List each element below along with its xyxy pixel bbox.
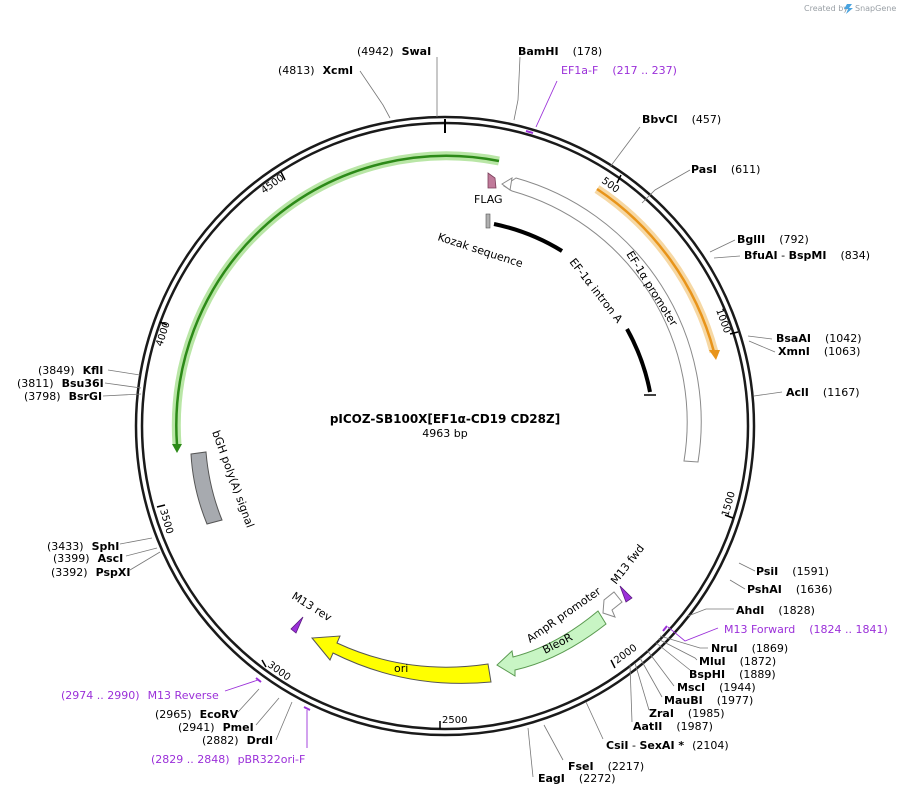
site-maubi[interactable]: MauBI(1977) [664, 694, 753, 707]
svg-text:2500: 2500 [442, 715, 467, 726]
site-pshai[interactable]: PshAI(1636) [747, 583, 832, 596]
primer-mark-m13-forward [662, 625, 668, 632]
site-drdi[interactable]: (2882)DrdI [202, 734, 273, 747]
site-asci[interactable]: (3399)AscI [53, 552, 123, 565]
plasmid-length: 4963 bp [422, 427, 467, 440]
site-bamhi[interactable]: BamHI(178) [518, 45, 602, 58]
site-kfli[interactable]: (3849)KflI [38, 364, 103, 377]
site-bglii[interactable]: BglII(792) [737, 233, 809, 246]
primer-labels: EF1a-F(217 .. 237) M13 Forward(1824 .. 1… [61, 64, 888, 766]
site-pmei[interactable]: (2941)PmeI [178, 721, 254, 734]
feature-kozak[interactable]: Kozak sequence [436, 213, 525, 270]
site-leader-lines [102, 56, 783, 778]
feature-m13-rev[interactable]: M13 rev [289, 590, 334, 634]
snapgene-logo-icon [844, 4, 853, 14]
site-ahdi[interactable]: AhdI(1828) [736, 604, 815, 617]
site-xmni[interactable]: XmnI(1063) [778, 345, 860, 358]
tick-4000: 4000 [154, 320, 172, 348]
site-msci[interactable]: MscI(1944) [677, 681, 756, 694]
primer-mark-m13-reverse [255, 677, 262, 683]
label-ori: ori [394, 662, 408, 675]
primer-mark-ef1a-f [525, 130, 534, 134]
site-fsei[interactable]: FseI(2217) [568, 760, 644, 773]
primer-m13-forward[interactable]: M13 Forward(1824 .. 1841) [724, 623, 888, 636]
site-acli[interactable]: AclI(1167) [786, 386, 859, 399]
snapgene-brand: Created by SnapGene [804, 4, 896, 14]
site-bsaai[interactable]: BsaAI(1042) [776, 332, 862, 345]
primer-pbr322ori-f[interactable]: (2829 .. 2848)pBR322ori-F [151, 753, 305, 766]
site-nrui[interactable]: NruI(1869) [711, 642, 788, 655]
feature-bgh-polya[interactable]: bGH poly(A) signal [190, 429, 257, 530]
label-m13-rev: M13 rev [289, 590, 334, 625]
primer-mark-pbr322ori-f [303, 706, 311, 711]
site-bfuai-bspmi[interactable]: BfuAI - BspMI(834) [744, 249, 870, 262]
label-ef1a-intron: EF-1α intron A [567, 256, 626, 326]
site-xcmi[interactable]: (4813)XcmI [278, 64, 353, 77]
site-pspxi[interactable]: (3392)PspXI [51, 566, 130, 579]
site-aatii[interactable]: AatII(1987) [633, 720, 713, 733]
svg-text:1000: 1000 [713, 307, 732, 335]
site-bbvci[interactable]: BbvCI(457) [642, 113, 721, 126]
primer-ef1a-f[interactable]: EF1a-F(217 .. 237) [561, 64, 677, 77]
label-kozak: Kozak sequence [436, 230, 525, 270]
plasmid-name: pICOZ-SB100X[EF1α-CD19 CD28Z] [330, 412, 560, 426]
primer-m13-reverse[interactable]: (2974 .. 2990)M13 Reverse [61, 689, 219, 702]
site-zrai[interactable]: ZraI(1985) [649, 707, 725, 720]
center-label: pICOZ-SB100X[EF1α-CD19 CD28Z] 4963 bp [330, 412, 560, 440]
brand-name: SnapGene [855, 4, 896, 13]
site-labels: (4942)SwaI (4813)XcmI BamHI(178) BbvCI(4… [17, 45, 870, 785]
site-mlui[interactable]: MluI(1872) [699, 655, 776, 668]
feature-sb100x-arrow[interactable] [171, 151, 500, 453]
primer-marks [255, 130, 668, 711]
site-bsrgi[interactable]: (3798)BsrGI [24, 390, 102, 403]
site-bsu36i[interactable]: (3811)Bsu36I [17, 377, 104, 390]
brand-created-by: Created by [804, 4, 848, 13]
label-m13-fwd: M13 fwd [608, 542, 647, 587]
site-sphi[interactable]: (3433)SphI [47, 540, 119, 553]
feature-flag[interactable]: FLAG [474, 172, 503, 206]
tick-1000: 1000 [713, 307, 739, 335]
backbone [134, 115, 756, 737]
label-flag: FLAG [474, 193, 503, 206]
site-bsphi[interactable]: BspHI(1889) [689, 668, 776, 681]
site-csii-sexai[interactable]: CsiI - SexAI *(2104) [606, 739, 729, 752]
primer-leader-lines [224, 80, 719, 748]
feature-ori[interactable]: ori [311, 635, 492, 684]
tick-2500: 2500 [439, 715, 467, 729]
svg-text:4000: 4000 [154, 320, 172, 348]
site-psii[interactable]: PsiI(1591) [756, 565, 829, 578]
feature-cd19-arrow[interactable] [594, 185, 720, 360]
site-pasi[interactable]: PasI(611) [691, 163, 760, 176]
site-swai[interactable]: (4942)SwaI [357, 45, 431, 58]
site-eagi[interactable]: EagI(2272) [538, 772, 615, 785]
site-ecorv[interactable]: (2965)EcoRV [155, 708, 239, 721]
